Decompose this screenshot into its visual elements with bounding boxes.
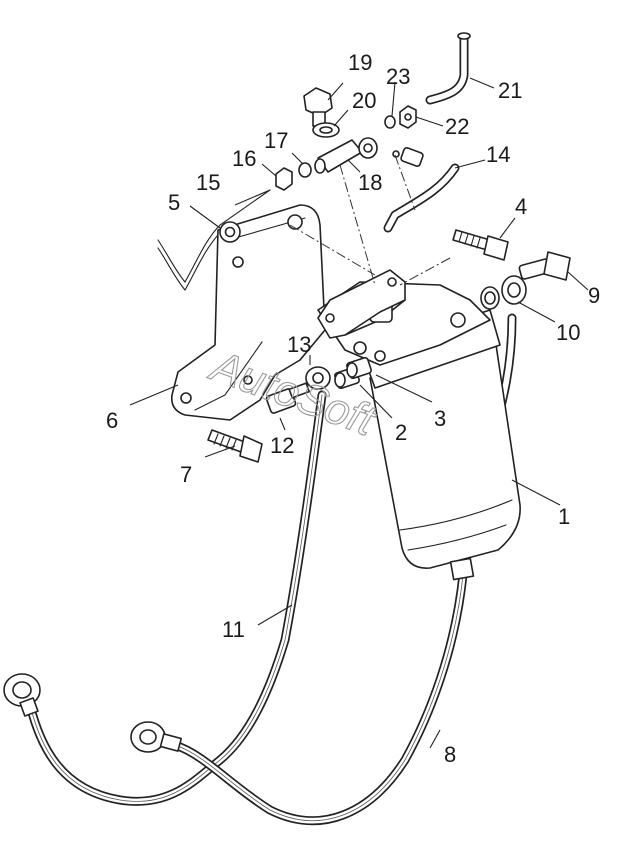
bolt-19 bbox=[303, 87, 333, 127]
callout-3: 3 bbox=[434, 406, 446, 431]
wire-15 bbox=[157, 189, 271, 283]
callout-17: 17 bbox=[264, 128, 288, 153]
callout-5: 5 bbox=[168, 190, 180, 215]
callout-13: 13 bbox=[287, 332, 311, 357]
callout-7: 7 bbox=[180, 462, 192, 487]
washer-23 bbox=[384, 115, 396, 129]
hose-11 bbox=[25, 390, 327, 806]
callout-20: 20 bbox=[352, 88, 376, 113]
callout-9: 9 bbox=[588, 283, 600, 308]
callout-15: 15 bbox=[196, 170, 220, 195]
nut-16 bbox=[275, 167, 293, 191]
banjo-fitting-13 bbox=[305, 366, 331, 390]
callout-11: 11 bbox=[222, 617, 245, 642]
banjo-fitting-8 bbox=[130, 721, 183, 753]
callout-21: 21 bbox=[498, 78, 522, 103]
hose-8 bbox=[170, 570, 468, 826]
bolt-4 bbox=[452, 229, 509, 261]
nut-22 bbox=[399, 105, 417, 129]
mounting-plate bbox=[317, 269, 406, 339]
bolt-12 bbox=[265, 382, 310, 414]
callout-22: 22 bbox=[445, 114, 469, 139]
banjo-bolt-9 bbox=[518, 251, 571, 281]
fitting-3 bbox=[346, 356, 372, 380]
washer-20 bbox=[312, 122, 340, 138]
callout-14: 14 bbox=[486, 142, 510, 167]
hose-14 bbox=[383, 163, 460, 233]
seal-10 bbox=[480, 275, 527, 310]
callout-2: 2 bbox=[395, 420, 407, 445]
callout-6: 6 bbox=[106, 408, 118, 433]
callout-8: 8 bbox=[444, 742, 456, 767]
callout-23: 23 bbox=[386, 64, 410, 89]
callout-10: 10 bbox=[556, 320, 580, 345]
callout-19: 19 bbox=[348, 50, 372, 75]
fitting-18 bbox=[314, 137, 378, 174]
nipple-14 bbox=[392, 147, 424, 167]
pipe-21 bbox=[425, 32, 471, 105]
callout-12: 12 bbox=[270, 433, 294, 458]
callout-1: 1 bbox=[558, 504, 570, 529]
callout-4: 4 bbox=[515, 194, 527, 219]
callout-16: 16 bbox=[232, 146, 256, 171]
bolt-7 bbox=[207, 429, 263, 463]
callout-18: 18 bbox=[358, 170, 382, 195]
washer-17 bbox=[298, 162, 312, 178]
banjo-fitting-11 bbox=[3, 673, 41, 717]
bracket-6 bbox=[170, 204, 326, 421]
